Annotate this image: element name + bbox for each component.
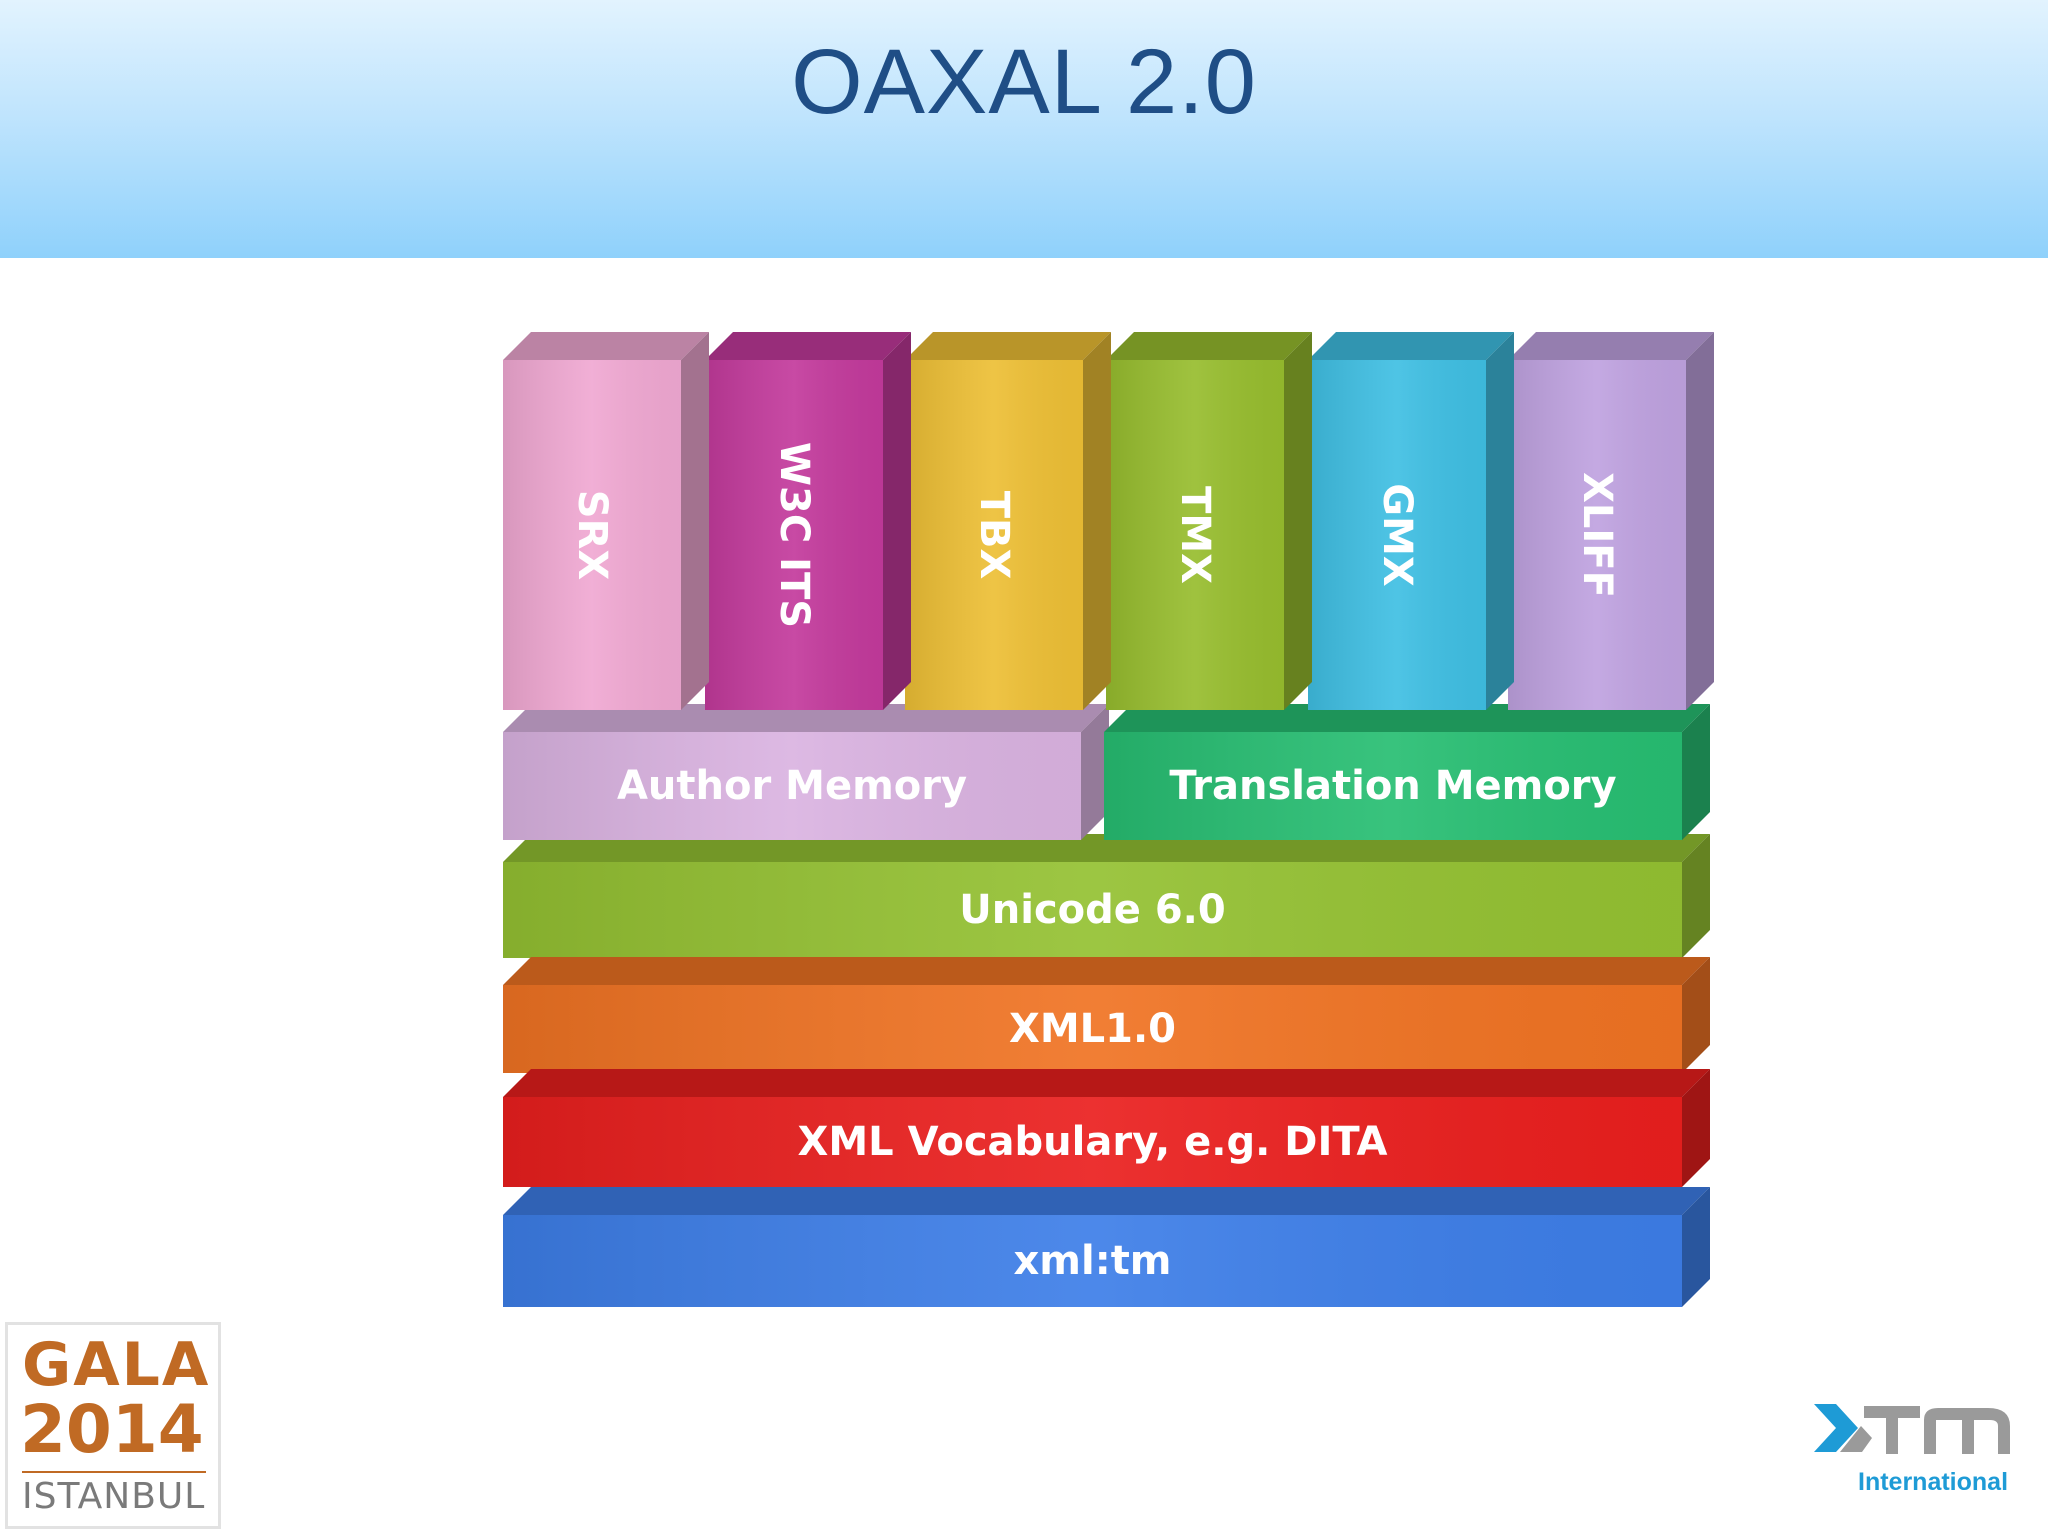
- memory-1-shading: [1104, 732, 1682, 840]
- layer-0-top-face: [503, 1187, 1710, 1215]
- layer-2-label: XML1.0: [1009, 1006, 1176, 1052]
- memory-1-side-face: [1682, 704, 1710, 840]
- column-0-top-face: [503, 332, 709, 360]
- column-1-shading: [705, 360, 883, 710]
- column-3: TMX: [1106, 332, 1312, 710]
- column-1-side-face: [883, 332, 911, 710]
- layer-2-side-face: [1682, 957, 1710, 1073]
- layer-1-top-face: [503, 1069, 1710, 1097]
- memory-0-side-face: [1081, 704, 1109, 840]
- memory-0-top-face: [503, 704, 1109, 732]
- memory-1-label: Translation Memory: [1169, 763, 1616, 809]
- column-3-label: TMX: [1172, 486, 1218, 584]
- layer-2-top-face: [503, 957, 1710, 985]
- layer-3-shading: [503, 862, 1682, 958]
- gala-logo-city: ISTANBUL: [22, 1476, 206, 1517]
- layer-3-side-face: [1682, 834, 1710, 958]
- xtm-t-stem: [1886, 1406, 1898, 1454]
- column-5-label: XLIFF: [1574, 472, 1620, 598]
- column-2-side-face: [1083, 332, 1111, 710]
- layer-2-shading: [503, 985, 1682, 1073]
- column-5-side-face: [1686, 332, 1714, 710]
- column-3-side-face: [1284, 332, 1312, 710]
- column-0: SRX: [503, 332, 709, 710]
- column-3-shading: [1106, 360, 1284, 710]
- column-1: W3C ITS: [705, 332, 911, 710]
- column-5-top-face: [1508, 332, 1714, 360]
- column-1-top-face: [705, 332, 911, 360]
- column-2-top-face: [905, 332, 1111, 360]
- gala-logo-word: GALA: [22, 1330, 211, 1400]
- xtm-chevron-icon: [1814, 1404, 1858, 1452]
- column-4-top-face: [1308, 332, 1514, 360]
- column-0-side-face: [681, 332, 709, 710]
- layer-1-shading: [503, 1097, 1682, 1187]
- column-4-side-face: [1486, 332, 1514, 710]
- gala-logo-divider: [22, 1471, 206, 1473]
- layer-3-label: Unicode 6.0: [959, 887, 1225, 933]
- column-5: XLIFF: [1508, 332, 1714, 710]
- column-1-label: W3C ITS: [771, 442, 817, 628]
- layer-2: XML1.0: [503, 957, 1710, 1073]
- column-2-label: TBX: [971, 491, 1017, 580]
- gala-2014-logo: GALA 2014 ISTANBUL: [5, 1322, 221, 1529]
- column-4: GMX: [1308, 332, 1514, 710]
- layer-1-side-face: [1682, 1069, 1710, 1187]
- layer-1-label: XML Vocabulary, e.g. DITA: [798, 1119, 1388, 1165]
- title-banner: [0, 0, 2048, 258]
- column-0-label: SRX: [569, 490, 615, 581]
- column-0-shading: [503, 360, 681, 710]
- memory-0: Author Memory: [503, 704, 1109, 840]
- layer-0: xml:tm: [503, 1187, 1710, 1307]
- xtm-logo-subtitle: International: [1858, 1468, 2009, 1496]
- column-2-shading: [905, 360, 1083, 710]
- memory-1: Translation Memory: [1104, 704, 1710, 840]
- xtm-logo: [1814, 1404, 2010, 1454]
- xtm-m-shape: [1924, 1408, 2010, 1454]
- column-4-label: GMX: [1374, 483, 1420, 587]
- column-4-shading: [1308, 360, 1486, 710]
- column-2: TBX: [905, 332, 1111, 710]
- layer-0-label: xml:tm: [1014, 1238, 1172, 1284]
- layer-3-top-face: [503, 834, 1710, 862]
- layer-0-side-face: [1682, 1187, 1710, 1307]
- layer-0-shading: [503, 1215, 1682, 1307]
- slide-title: OAXAL 2.0: [791, 31, 1257, 133]
- column-3-top-face: [1106, 332, 1312, 360]
- xtm-x-stroke: [1840, 1426, 1872, 1452]
- memory-1-top-face: [1104, 704, 1710, 732]
- memory-0-shading: [503, 732, 1081, 840]
- layer-1: XML Vocabulary, e.g. DITA: [503, 1069, 1710, 1187]
- column-5-shading: [1508, 360, 1686, 710]
- gala-logo-year: 2014: [20, 1391, 204, 1468]
- memory-0-label: Author Memory: [617, 763, 967, 809]
- layer-3: Unicode 6.0: [503, 834, 1710, 958]
